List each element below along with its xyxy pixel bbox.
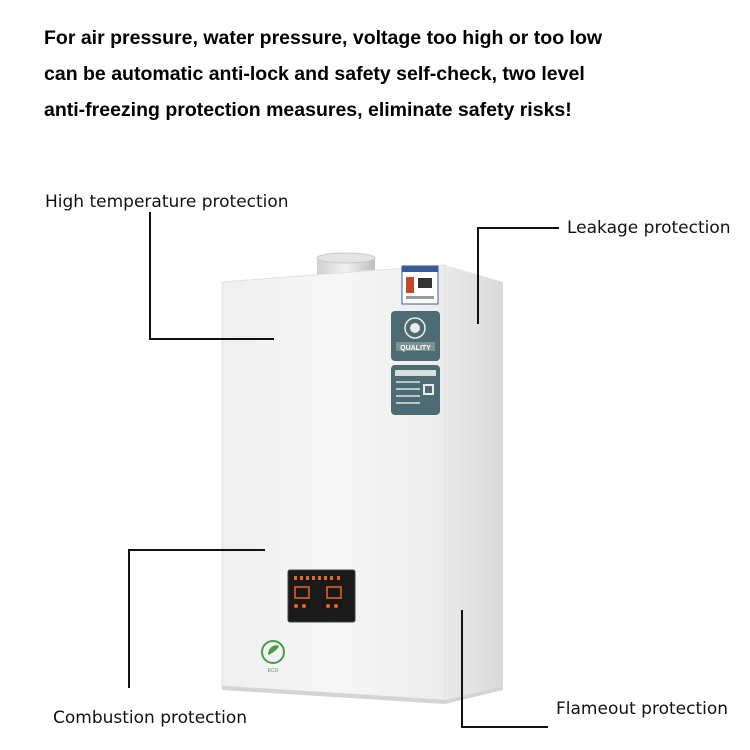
- quality-badge: QUALITY: [391, 311, 440, 361]
- eco-badge-text: ECO: [268, 668, 279, 674]
- temperature-display-left: [294, 586, 310, 599]
- callout-line-combustion-vertical: [128, 549, 130, 688]
- callout-line-high-temperature-vertical: [149, 212, 151, 340]
- callout-line-combustion-horizontal: [128, 549, 265, 551]
- leaf-icon: [268, 645, 279, 655]
- callout-line-leakage-vertical: [477, 227, 479, 324]
- headline-line-3: anti-freezing protection measures, elimi…: [44, 99, 572, 121]
- callout-line-high-temperature-horizontal: [149, 338, 274, 340]
- temperature-display-right: [326, 586, 342, 599]
- callout-line-flameout-vertical: [461, 610, 463, 728]
- control-panel: [287, 569, 356, 623]
- callout-line-flameout-horizontal: [461, 726, 548, 728]
- quality-badge-text: QUALITY: [400, 345, 431, 352]
- info-badge: [391, 365, 440, 415]
- headline: For air pressure, water pressure, voltag…: [44, 20, 734, 128]
- heater-side-panel: [445, 265, 503, 700]
- callout-combustion: Combustion protection: [53, 708, 248, 728]
- certification-sticker: [401, 265, 439, 305]
- callout-leakage: Leakage protection: [567, 218, 731, 238]
- headline-line-2: can be automatic anti-lock and safety se…: [44, 63, 585, 85]
- callout-high-temperature: High temperature protection: [45, 192, 289, 212]
- callout-flameout: Flameout protection: [556, 699, 729, 719]
- eco-badge: ECO: [261, 640, 285, 674]
- headline-line-1: For air pressure, water pressure, voltag…: [44, 27, 603, 49]
- callout-line-leakage-horizontal: [477, 227, 559, 229]
